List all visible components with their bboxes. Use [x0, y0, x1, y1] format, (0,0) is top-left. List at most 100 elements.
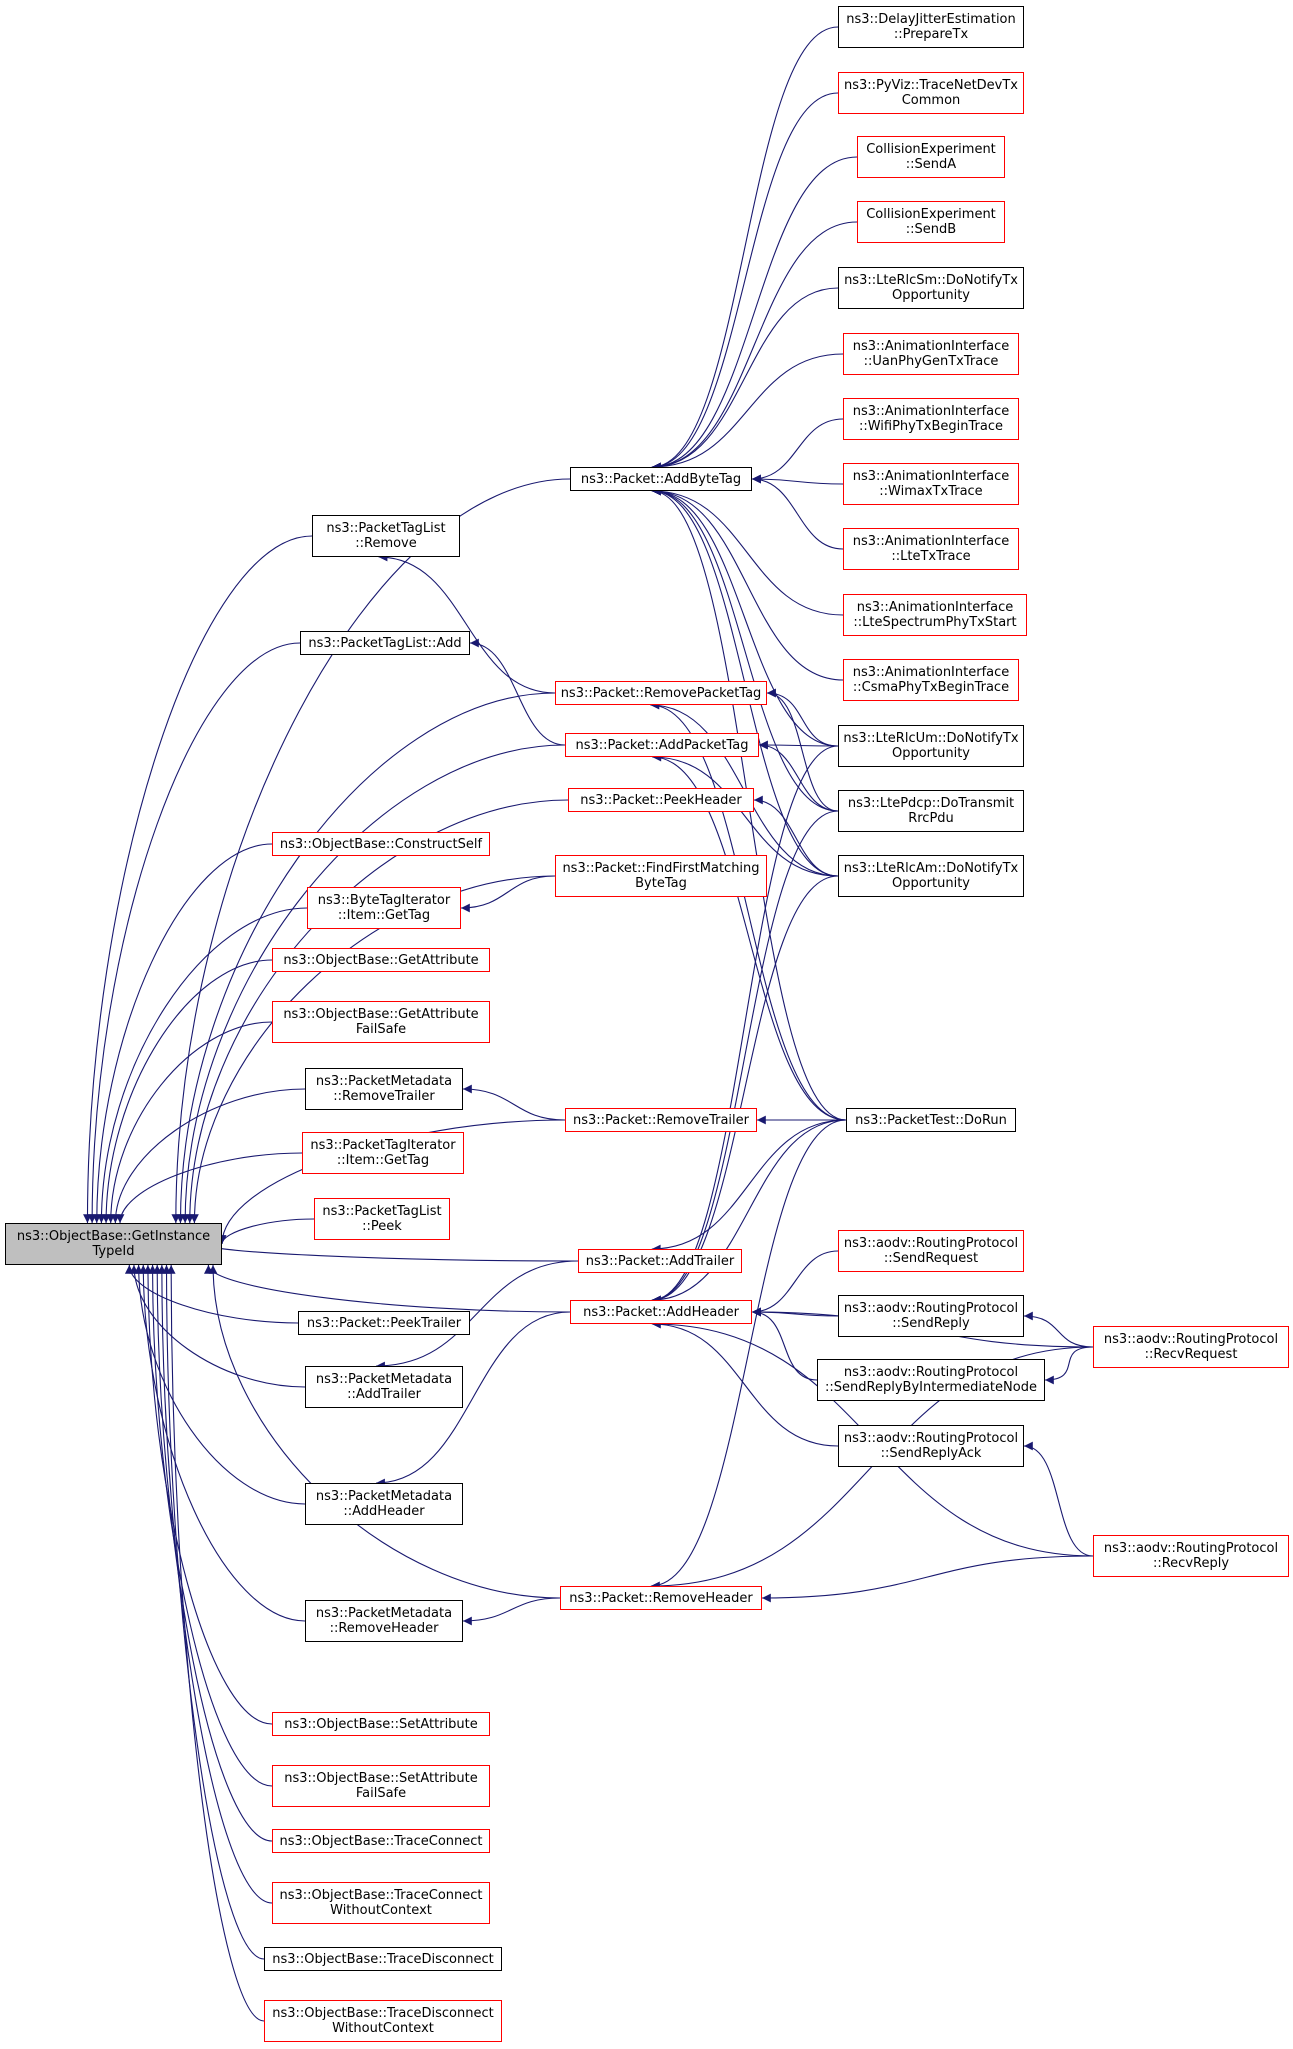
node-label: ::Remove [355, 536, 417, 551]
node-coll-a[interactable]: CollisionExperiment::SendA [857, 136, 1005, 178]
call-edge [469, 638, 566, 746]
node-aodv-send-reply[interactable]: ns3::aodv::RoutingProtocol::SendReply [838, 1295, 1024, 1337]
node-add-packet-tag[interactable]: ns3::Packet::AddPacketTag [565, 733, 759, 757]
node-add-byte-tag[interactable]: ns3::Packet::AddByteTag [570, 467, 752, 491]
node-label: ns3::ObjectBase::GetAttribute [283, 1007, 479, 1022]
call-edge [651, 486, 839, 812]
node-label: ::SendReplyByIntermediateNode [825, 1380, 1037, 1395]
call-edge [1044, 1346, 1094, 1385]
node-aodv-send-reply-inter[interactable]: ns3::aodv::RoutingProtocol::SendReplyByI… [817, 1359, 1045, 1401]
node-label: ::WifiPhyTxBeginTrace [858, 419, 1004, 434]
call-edge [651, 1119, 847, 1254]
node-label: ::WimaxTxTrace [879, 484, 983, 499]
node-remove-packet-tag[interactable]: ns3::Packet::RemovePacketTag [555, 681, 767, 705]
node-label: ns3::AnimationInterface [852, 469, 1010, 484]
node-byte-tag-iter-get-tag[interactable]: ns3::ByteTagIterator::Item::GetTag [307, 887, 461, 929]
node-add-header[interactable]: ns3::Packet::AddHeader [570, 1300, 752, 1324]
node-peek-trailer[interactable]: ns3::Packet::PeekTrailer [298, 1311, 470, 1335]
node-label: ns3::ObjectBase::TraceDisconnect [272, 2006, 494, 2021]
node-pkt-tag-list-remove[interactable]: ns3::PacketTagList::Remove [312, 515, 460, 557]
call-edge [1023, 1311, 1094, 1348]
node-label: ns3::Packet::AddPacketTag [575, 737, 749, 753]
node-coll-b[interactable]: CollisionExperiment::SendB [857, 201, 1005, 243]
node-remove-header[interactable]: ns3::Packet::RemoveHeader [560, 1586, 762, 1610]
node-label: ::CsmaPhyTxBeginTrace [852, 680, 1010, 695]
node-label: ns3::AnimationInterface [852, 534, 1010, 549]
call-edge [134, 1264, 306, 1505]
node-label: ns3::AnimationInterface [852, 404, 1010, 419]
node-aodv-send-reply-ack[interactable]: ns3::aodv::RoutingProtocol::SendReplyAck [838, 1425, 1024, 1467]
call-edge [651, 486, 839, 747]
node-label: ::SendReply [892, 1316, 970, 1331]
node-pkt-tag-iter-get-tag[interactable]: ns3::PacketTagIterator::Item::GetTag [302, 1132, 464, 1174]
call-edge [651, 486, 844, 616]
call-edge [217, 1218, 315, 1245]
node-anim-lte-spec[interactable]: ns3::AnimationInterface::LteSpectrumPhyT… [843, 594, 1027, 636]
node-construct-self[interactable]: ns3::ObjectBase::ConstructSelf [272, 832, 490, 856]
node-label: ns3::Packet::AddByteTag [580, 471, 742, 487]
node-anim-wimax[interactable]: ns3::AnimationInterface::WimaxTxTrace [843, 463, 1019, 505]
node-anim-lte[interactable]: ns3::AnimationInterface::LteTxTrace [843, 528, 1019, 570]
node-add-trailer[interactable]: ns3::Packet::AddTrailer [578, 1249, 742, 1273]
node-label: ns3::PacketMetadata [315, 1606, 453, 1621]
node-pm-add-trailer[interactable]: ns3::PacketMetadata::AddTrailer [305, 1366, 463, 1408]
node-set-attribute[interactable]: ns3::ObjectBase::SetAttribute [272, 1712, 490, 1736]
node-peek-header[interactable]: ns3::Packet::PeekHeader [568, 788, 754, 812]
node-label: ::RemoveTrailer [333, 1089, 435, 1104]
node-label: ns3::ObjectBase::ConstructSelf [279, 836, 483, 852]
node-pm-add-header[interactable]: ns3::PacketMetadata::AddHeader [305, 1483, 463, 1525]
node-label: ns3::aodv::RoutingProtocol [1103, 1332, 1279, 1347]
node-label: ns3::aodv::RoutingProtocol [843, 1301, 1019, 1316]
node-label: ns3::ObjectBase::SetAttribute [284, 1716, 478, 1732]
node-label: RrcPdu [908, 811, 954, 826]
node-pkt-tag-list-add[interactable]: ns3::PacketTagList::Add [300, 631, 470, 655]
node-label: Opportunity [891, 746, 970, 761]
node-aodv-recv-request[interactable]: ns3::aodv::RoutingProtocol::RecvRequest [1093, 1326, 1289, 1368]
node-label: ::SendB [905, 222, 957, 237]
node-delay-jitter[interactable]: ns3::DelayJitterEstimation::PrepareTx [838, 6, 1024, 48]
call-edge [115, 1152, 303, 1224]
call-edge [462, 1597, 561, 1626]
node-trace-connect[interactable]: ns3::ObjectBase::TraceConnect [272, 1829, 490, 1853]
call-edge [652, 752, 847, 1121]
node-get-attribute[interactable]: ns3::ObjectBase::GetAttribute [272, 948, 490, 972]
call-edge [651, 353, 844, 472]
node-label: ns3::ByteTagIterator [317, 893, 451, 908]
node-label: ns3::Packet::PeekTrailer [306, 1315, 462, 1331]
node-pm-remove-header[interactable]: ns3::PacketMetadata::RemoveHeader [305, 1600, 463, 1642]
node-pm-remove-trailer[interactable]: ns3::PacketMetadata::RemoveTrailer [305, 1068, 463, 1110]
call-edge [152, 1264, 273, 1842]
node-pkt-tag-list-peek[interactable]: ns3::PacketTagList::Peek [314, 1198, 450, 1240]
node-packet-test[interactable]: ns3::PacketTest::DoRun [846, 1108, 1016, 1132]
node-label: ::UanPhyGenTxTrace [863, 354, 999, 369]
node-label: ns3::LteRlcSm::DoNotifyTx [844, 273, 1018, 288]
node-anim-uan[interactable]: ns3::AnimationInterface::UanPhyGenTxTrac… [843, 333, 1019, 375]
node-label: ns3::aodv::RoutingProtocol [1103, 1541, 1279, 1556]
call-edge [751, 474, 844, 485]
call-edge [87, 642, 301, 1224]
node-anim-csma[interactable]: ns3::AnimationInterface::CsmaPhyTxBeginT… [843, 659, 1019, 701]
call-edge [651, 1319, 839, 1447]
call-edge [157, 1264, 273, 1904]
node-trace-disconnect[interactable]: ns3::ObjectBase::TraceDisconnect [264, 1947, 502, 1971]
node-remove-trailer[interactable]: ns3::Packet::RemoveTrailer [565, 1108, 757, 1132]
node-anim-wifi[interactable]: ns3::AnimationInterface::WifiPhyTxBeginT… [843, 398, 1019, 440]
node-label: ns3::Packet::RemoveTrailer [573, 1112, 749, 1128]
call-edge [190, 875, 556, 1224]
node-label: ns3::AnimationInterface [852, 339, 1010, 354]
node-aodv-recv-reply[interactable]: ns3::aodv::RoutingProtocol::RecvReply [1093, 1535, 1289, 1577]
node-aodv-send-request[interactable]: ns3::aodv::RoutingProtocol::SendRequest [838, 1230, 1024, 1272]
